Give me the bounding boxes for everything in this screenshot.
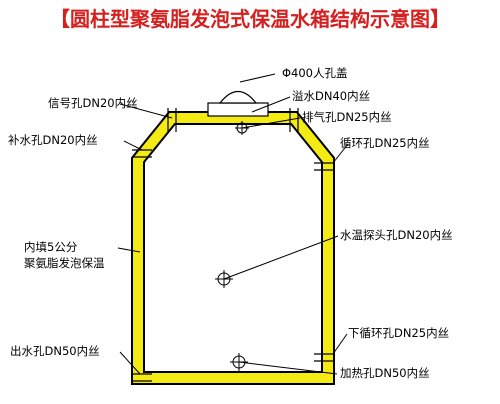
signal-hole-label: 信号孔DN20内丝 (48, 96, 138, 110)
heating-label: 加热孔DN50内丝 (340, 366, 430, 380)
temp-probe-label: 水温探头孔DN20内丝 (340, 228, 453, 242)
vent-label: 排气孔DN25内丝 (302, 110, 392, 124)
outlet-label: 出水孔DN50内丝 (10, 344, 100, 358)
tank-insulation-fill (133, 113, 333, 383)
lower-circulation-label: 下循环孔DN25内丝 (348, 326, 450, 340)
makeup-label: 补水孔DN20内丝 (8, 133, 98, 147)
manhole-label: Φ400人孔盖 (282, 66, 348, 80)
manhole-cover (207, 90, 269, 117)
outlet-nozzle (132, 373, 152, 382)
insulation-fill-line2: 聚氨脂发泡保温 (24, 256, 105, 270)
leader-lines (117, 73, 349, 375)
lower-circulation-nozzle (314, 353, 334, 362)
overflow-label: 溢水DN40内丝 (292, 89, 371, 103)
tank-insulation-wall (131, 111, 335, 385)
diagram-title: 【圆柱型聚氨脂发泡式保温水箱结构示意图】 (50, 7, 450, 31)
signal-hole-nozzle (167, 108, 177, 132)
circulation-nozzle (314, 162, 334, 171)
circulation-label: 循环孔DN25内丝 (340, 136, 430, 150)
insulation-fill-line1: 内填5公分 (24, 240, 78, 254)
